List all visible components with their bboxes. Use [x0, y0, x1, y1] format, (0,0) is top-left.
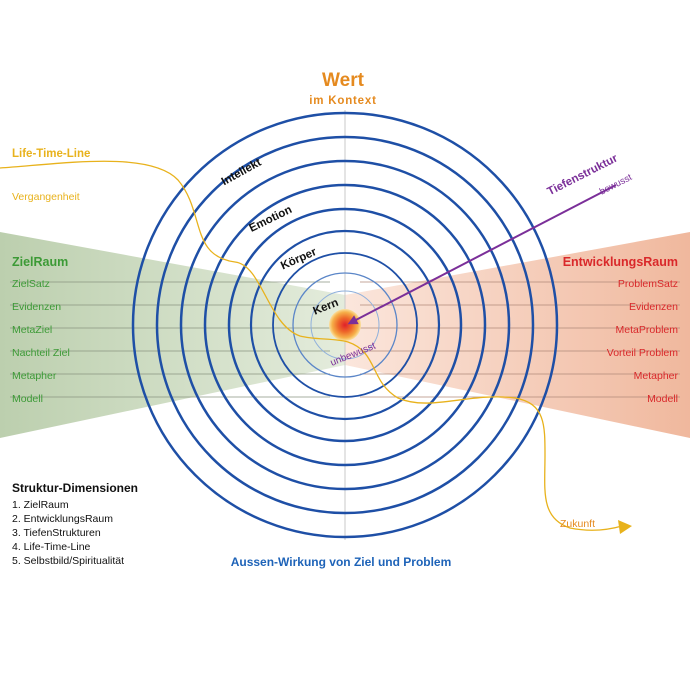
dimension-item: 3. TiefenStrukturen — [12, 527, 101, 539]
entwicklungsraum-item: Evidenzen — [629, 301, 678, 313]
zielraum-item: Nachteil Ziel — [12, 347, 70, 359]
dimensions-title: Struktur-Dimensionen — [12, 481, 138, 495]
ring-5 — [227, 207, 463, 443]
future-arrow-head — [618, 520, 632, 534]
dimensions-list: 1. ZielRaum 2. EntwicklungsRaum 3. Tiefe… — [12, 499, 124, 567]
zielraum-item: Modell — [12, 393, 43, 405]
footer-caption: Aussen-Wirkung von Ziel und Problem — [231, 555, 452, 569]
left-guide-lines — [10, 281, 330, 398]
entwicklungsraum-item: MetaProblem — [616, 324, 679, 336]
kern-core — [329, 309, 361, 341]
zielraum-item: MetaZiel — [12, 324, 52, 336]
ring-label-intellekt: Intellekt — [220, 157, 264, 189]
ring-6 — [249, 229, 441, 421]
entwicklungsraum-items: ProblemSatz Evidenzen MetaProblem Vortei… — [607, 278, 679, 405]
lifetime-title: Life-Time-Line — [12, 148, 90, 160]
zielraum-items: ZielSatz Evidenzen MetaZiel Nachteil Zie… — [12, 278, 70, 405]
lifetime-past: Vergangenheit — [12, 191, 80, 203]
zielraum-title: ZielRaum — [12, 255, 68, 269]
ring-3 — [179, 159, 511, 491]
dimension-item: 5. Selbstbild/Spiritualität — [12, 555, 124, 567]
ring-4 — [203, 183, 487, 467]
right-guide-lines — [360, 281, 680, 398]
zielraum-item: Metapher — [12, 370, 57, 382]
ring-9 — [310, 290, 380, 360]
lifetime-future: Zukunft — [560, 518, 595, 530]
entwicklungsraum-item: ProblemSatz — [618, 278, 678, 290]
entwicklungsraum-title: EntwicklungsRaum — [563, 255, 678, 269]
concentric-rings — [131, 111, 559, 539]
tiefenstruktur-arrow — [347, 184, 617, 325]
zielraum-item: Evidenzen — [12, 301, 61, 313]
dimension-item: 4. Life-Time-Line — [12, 541, 91, 553]
ring-1 — [131, 111, 559, 539]
entwicklungsraum-item: Metapher — [634, 370, 679, 382]
header-subtitle: im Kontext — [309, 95, 376, 107]
zielraum-item: ZielSatz — [12, 278, 50, 290]
dimension-item: 1. ZielRaum — [12, 499, 69, 511]
entwicklungsraum-zone — [345, 232, 690, 438]
ring-7 — [272, 252, 418, 398]
ring-8 — [292, 272, 398, 378]
dimension-item: 2. EntwicklungsRaum — [12, 513, 113, 525]
entwicklungsraum-item: Modell — [647, 393, 678, 405]
entwicklungsraum-item: Vorteil Problem — [607, 347, 678, 359]
tiefenstruktur-sub: bewusst — [598, 172, 634, 198]
ring-2 — [155, 135, 535, 515]
lifetime-line — [0, 160, 623, 531]
header-title: Wert — [322, 70, 365, 91]
